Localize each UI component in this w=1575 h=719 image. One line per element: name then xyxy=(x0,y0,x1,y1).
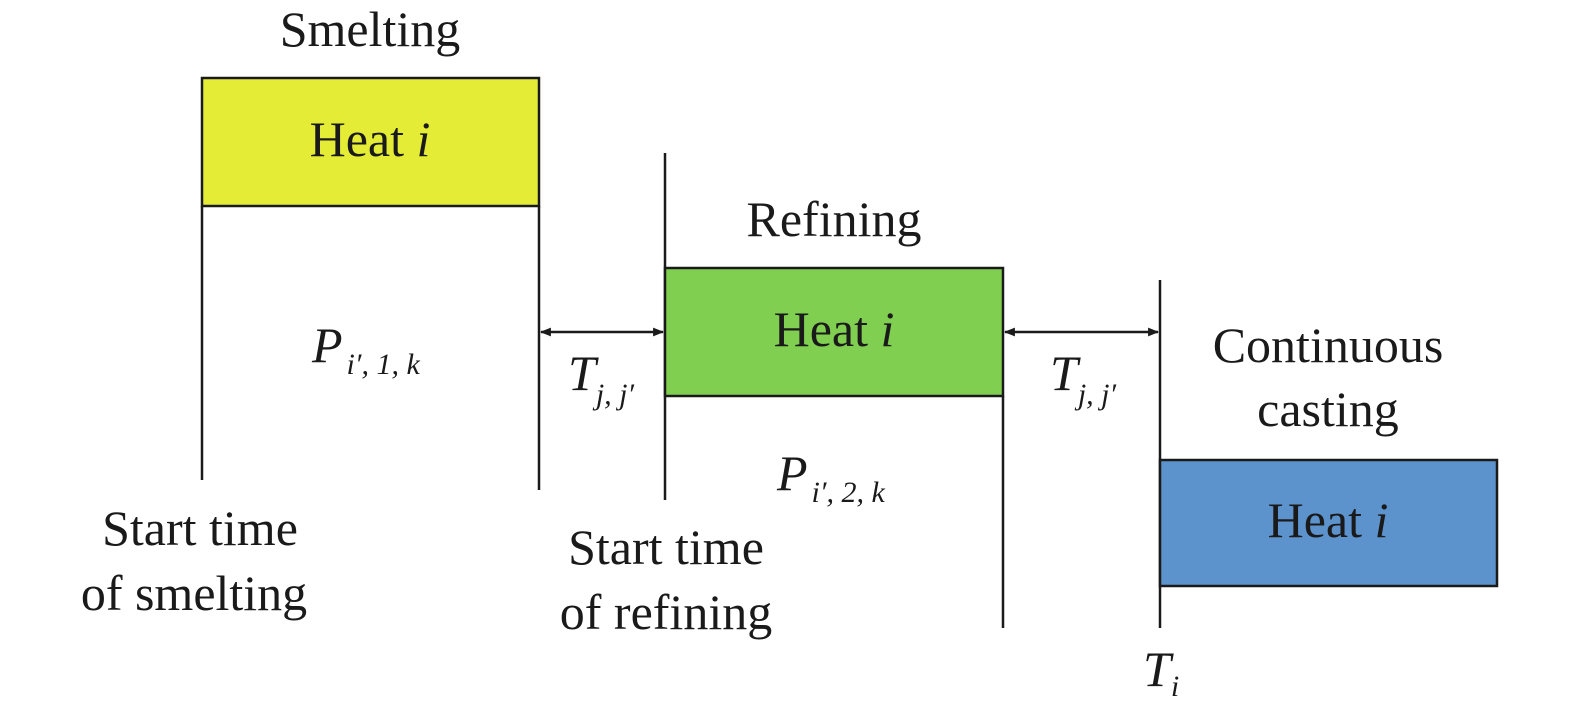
transfer-time-2: Tj, j′ xyxy=(1050,345,1116,411)
casting-start-time: Ti xyxy=(1143,641,1179,703)
smelting-title: Smelting xyxy=(280,1,461,57)
refining-heat-label: Heat i xyxy=(774,301,895,357)
smelting-heat-box xyxy=(200,76,541,208)
smelting-start-label-line2: of smelting xyxy=(81,565,307,621)
casting-heat-label: Heat i xyxy=(1268,492,1389,548)
casting-title-line1: Continuous xyxy=(1213,317,1444,373)
refining-start-label-line2: of refining xyxy=(560,584,772,640)
casting-heat-box xyxy=(1158,458,1499,588)
refining-title: Refining xyxy=(747,191,922,247)
smelting-start-label-line1: Start time xyxy=(102,500,298,556)
casting-title-line2: casting xyxy=(1257,381,1399,437)
refining-heat-box xyxy=(663,266,1005,398)
transfer-time-1: Tj, j′ xyxy=(568,345,634,411)
refining-start-label-line1: Start time xyxy=(568,519,764,575)
smelting-heat-label: Heat i xyxy=(310,111,431,167)
